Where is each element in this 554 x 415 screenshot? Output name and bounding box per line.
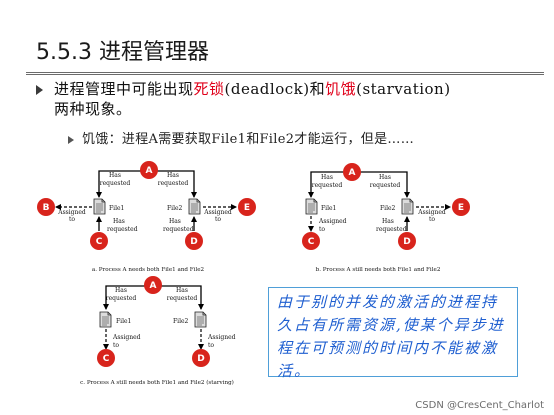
has-label: Has	[115, 287, 127, 294]
to-label: to	[208, 342, 214, 349]
requested-label: requested	[167, 295, 198, 302]
has-label: Has	[167, 172, 179, 179]
requested-label: requested	[370, 182, 401, 189]
requested-label: requested	[312, 182, 343, 189]
requested-label: requested	[163, 226, 194, 233]
process-a-label: A	[146, 166, 153, 176]
process-e-node	[452, 198, 470, 216]
caption-b: b. Process A still needs both File1 and …	[316, 267, 441, 273]
process-a-node	[140, 161, 158, 179]
file1-label: File1	[116, 318, 131, 325]
has-label: Has	[379, 174, 391, 181]
bullet-phenomena-text: 进程管理中可能出现死锁(deadlock)和饥饿(starvation)两种现象…	[54, 80, 451, 118]
has-label: Has	[176, 287, 188, 294]
to-label: to	[113, 342, 119, 349]
process-c-node	[90, 232, 108, 250]
to-label: to	[319, 226, 325, 233]
to-label: to	[215, 216, 221, 223]
slide-title: 5.5.3 进程管理器	[36, 40, 209, 65]
process-a-node	[144, 276, 162, 294]
title-rule-bottom	[26, 74, 544, 75]
starvation-term: 饥饿	[325, 80, 357, 98]
file2-icon	[188, 198, 201, 215]
process-e-label: E	[244, 203, 250, 213]
requested-label: requested	[376, 226, 407, 233]
process-c-label: C	[103, 354, 110, 364]
process-b-node	[37, 198, 55, 216]
process-d-node	[192, 349, 210, 367]
starvation-definition-box: 由于别的并发的激活的进程持久占有所需资源,使某个异步进程在可预测的时间内不能被激…	[268, 287, 518, 380]
title-rule-top	[26, 72, 544, 73]
to-label: to	[69, 216, 75, 223]
assigned-label: Assigned	[112, 334, 141, 341]
process-c-node	[302, 232, 320, 250]
process-a-label: A	[150, 281, 157, 291]
file2-label: File2	[380, 205, 396, 212]
process-d-node	[185, 232, 203, 250]
file2-icon	[194, 311, 207, 328]
assigned-label: Assigned	[417, 209, 446, 216]
bullet-marker-small	[68, 136, 74, 144]
assigned-label: Assigned	[203, 209, 232, 216]
starvation-definition-text: 由于别的并发的激活的进程持久占有所需资源,使某个异步进程在可预测的时间内不能被激…	[277, 293, 505, 380]
requested-label: requested	[158, 180, 189, 187]
to-label: to	[429, 216, 435, 223]
process-e-label: E	[458, 203, 464, 213]
has-label: Has	[113, 218, 125, 225]
process-c-label: C	[96, 237, 103, 247]
bullet-marker	[36, 85, 43, 95]
file1-label: File1	[109, 205, 124, 212]
requested-label: requested	[106, 295, 137, 302]
process-d-node	[398, 232, 416, 250]
diagram-c: Has requested Has requested A File1 File…	[80, 276, 236, 386]
has-label: Has	[382, 218, 394, 225]
process-b-label: B	[43, 203, 50, 213]
process-d-label: D	[190, 237, 197, 247]
assigned-label: Assigned	[318, 218, 347, 225]
file2-label: File2	[167, 205, 183, 212]
caption-c: c. Process A still needs both File1 and …	[80, 379, 234, 386]
process-c-label: C	[308, 237, 315, 247]
file1-icon	[93, 198, 106, 215]
has-label: Has	[169, 218, 181, 225]
assigned-label: Assigned	[207, 334, 236, 341]
file1-icon	[305, 198, 318, 215]
requested-label: requested	[100, 180, 131, 187]
file2-label: File2	[173, 318, 189, 325]
process-c-node	[97, 349, 115, 367]
process-d-label: D	[403, 237, 410, 247]
file2-icon	[401, 198, 414, 215]
process-a-label: A	[349, 168, 356, 178]
assigned-label: Assigned	[57, 209, 86, 216]
process-e-node	[238, 198, 256, 216]
watermark: CSDN @CresCent_Charlot	[415, 400, 544, 411]
has-label: Has	[321, 174, 333, 181]
caption-a: a. Process A needs both File1 and File2	[92, 267, 205, 273]
bullet-starvation-text: 饥饿：进程A需要获取File1和File2才能运行，但是……	[82, 132, 414, 147]
requested-label: requested	[107, 226, 138, 233]
has-label: Has	[109, 172, 121, 179]
deadlock-term: 死锁	[193, 80, 225, 98]
file1-icon	[99, 311, 112, 328]
process-a-node	[343, 163, 361, 181]
file1-label: File1	[321, 205, 336, 212]
process-d-label: D	[197, 354, 204, 364]
diagram-a: Has requested Has requested A File1 File…	[37, 161, 256, 273]
diagram-b: Has requested Has requested A File1 File…	[302, 163, 470, 273]
